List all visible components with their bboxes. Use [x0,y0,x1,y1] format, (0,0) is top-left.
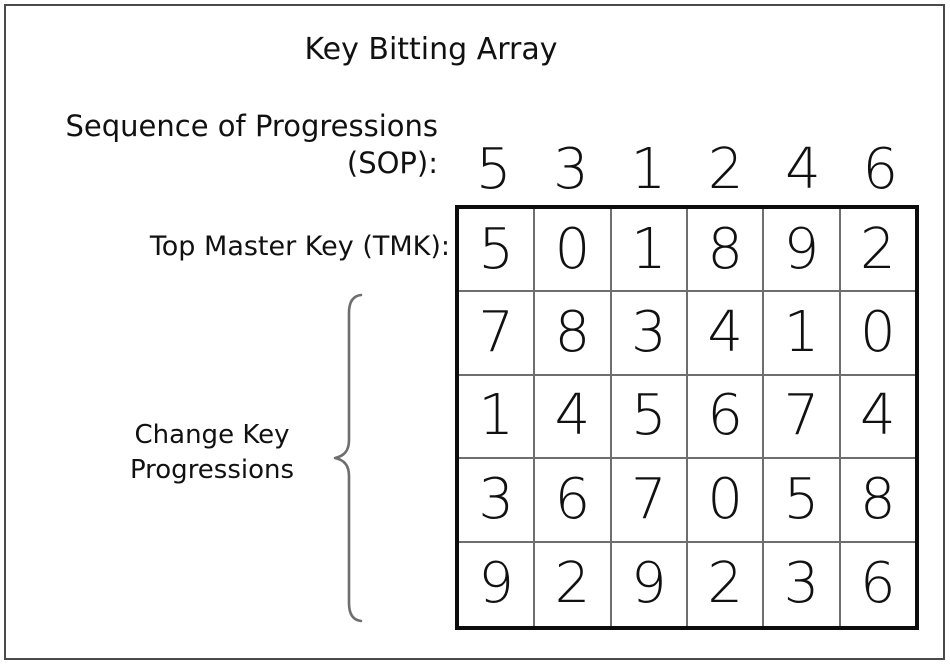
sop-header-row: 5 3 1 2 4 6 [455,128,919,200]
table-cell: 5 [764,459,841,541]
table-cell: 1 [612,209,688,291]
figure-title: Key Bitting Array [304,32,558,67]
table-cell: 7 [764,375,841,458]
table-cell: 2 [859,216,896,282]
table-cell: 5 [612,375,688,458]
sop-header-cell: 3 [553,137,589,202]
key-bitting-array-table: 5 0 1 8 9 2 7 8 3 4 1 0 1 4 5 6 7 4 3 6 … [455,205,919,630]
table-cell: 9 [612,542,688,626]
table-cell: 1 [764,292,841,374]
table-cell: 2 [688,542,765,626]
table-cell: 4 [688,292,765,374]
ckp-label-line2: Progressions [129,455,295,485]
sop-label-line1: Sequence of Progressions [65,109,438,143]
table-cell: 8 [688,209,765,291]
table-cell: 9 [764,209,841,291]
table-cell: 4 [859,383,896,449]
table-cell: 4 [535,375,612,458]
change-key-progressions-label: Change Key Progressions [92,418,332,488]
sop-header-cell: 5 [475,137,512,202]
table-cell: 5 [459,209,536,291]
table-cell: 8 [859,466,896,532]
sop-label-line2: (SOP): [346,146,438,180]
ckp-label-line1: Change Key [134,420,290,450]
table-cell: 7 [459,292,536,374]
table-cell: 0 [535,209,612,291]
sop-header-cell: 2 [707,137,744,202]
table-cell: 6 [859,551,896,617]
table-cell: 1 [459,375,536,458]
table-row: 3 6 7 0 5 8 [459,459,915,543]
table-cell: 3 [459,459,536,541]
table-row: 9 2 9 2 3 6 [459,542,915,626]
table-cell: 6 [535,459,612,541]
sop-header-cell: 4 [785,137,821,202]
table-cell: 9 [459,542,536,626]
sop-label: Sequence of Progressions (SOP): [10,108,438,182]
table-cell: 2 [535,542,612,626]
table-row: 7 8 3 4 1 0 [459,292,915,376]
table-cell: 0 [859,300,896,366]
table-cell: 8 [535,292,612,374]
sop-header-cell: 6 [862,137,899,202]
table-cell: 0 [688,459,765,541]
tmk-label: Top Master Key (TMK): [149,231,450,262]
table-cell: 6 [688,375,765,458]
table-cell: 3 [764,542,841,626]
table-cell: 7 [612,459,688,541]
table-cell: 3 [612,292,688,374]
sop-header-cell: 1 [630,137,667,202]
table-row: 1 4 5 6 7 4 [459,375,915,460]
table-row: 5 0 1 8 9 2 [459,209,915,293]
curly-brace-shape [333,293,363,623]
curly-brace-icon [330,292,366,624]
